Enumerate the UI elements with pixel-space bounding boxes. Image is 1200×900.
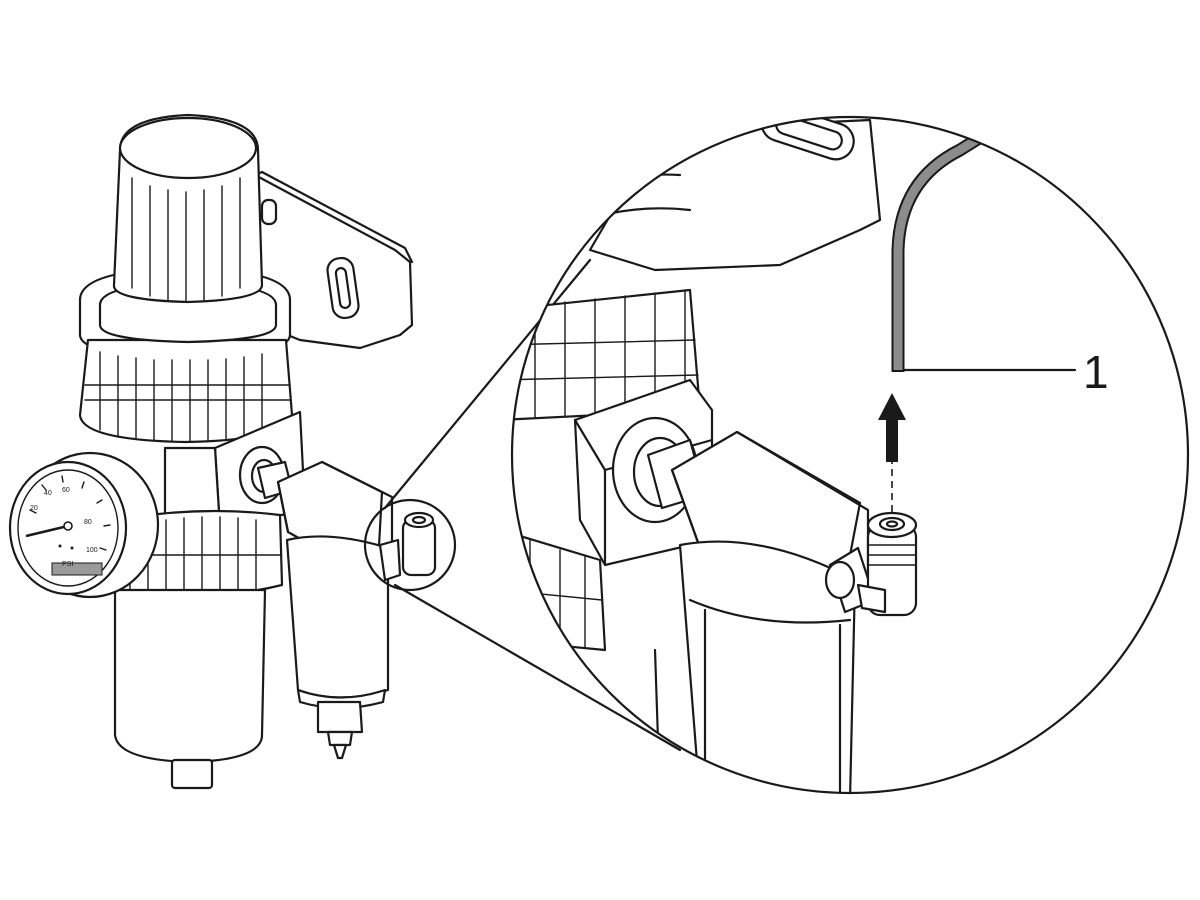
- gauge-scale-40: 40: [44, 490, 52, 497]
- gauge-scale-100: 100: [86, 547, 98, 554]
- filter-regulator-assembly: 20 40 60 80 100 PSI: [8, 113, 457, 790]
- insertion-arrow: [878, 393, 906, 512]
- gauge-scale-80: 80: [84, 519, 92, 526]
- outlet-port: [238, 445, 294, 505]
- zoom-source-circle: [363, 498, 457, 592]
- gauge-scale-20: 20: [30, 505, 38, 512]
- zoom-detail: [510, 115, 1190, 795]
- callout-1: 1: [902, 346, 1109, 398]
- quick-connector-detail: [824, 511, 918, 617]
- zoom-connector-lines: [383, 258, 682, 752]
- small-quick-connector: [378, 511, 437, 582]
- adjustment-knob: [98, 113, 278, 344]
- air-hose: [891, 119, 1004, 372]
- gauge-scale-60: 60: [62, 487, 70, 494]
- zoom-detail-circle: [510, 115, 1190, 795]
- pressure-gauge: 20 40 60 80 100 PSI: [8, 451, 160, 599]
- gauge-unit-label: PSI: [62, 561, 73, 568]
- secondary-filter-bowl: [285, 535, 390, 760]
- callout-number: 1: [1083, 346, 1109, 398]
